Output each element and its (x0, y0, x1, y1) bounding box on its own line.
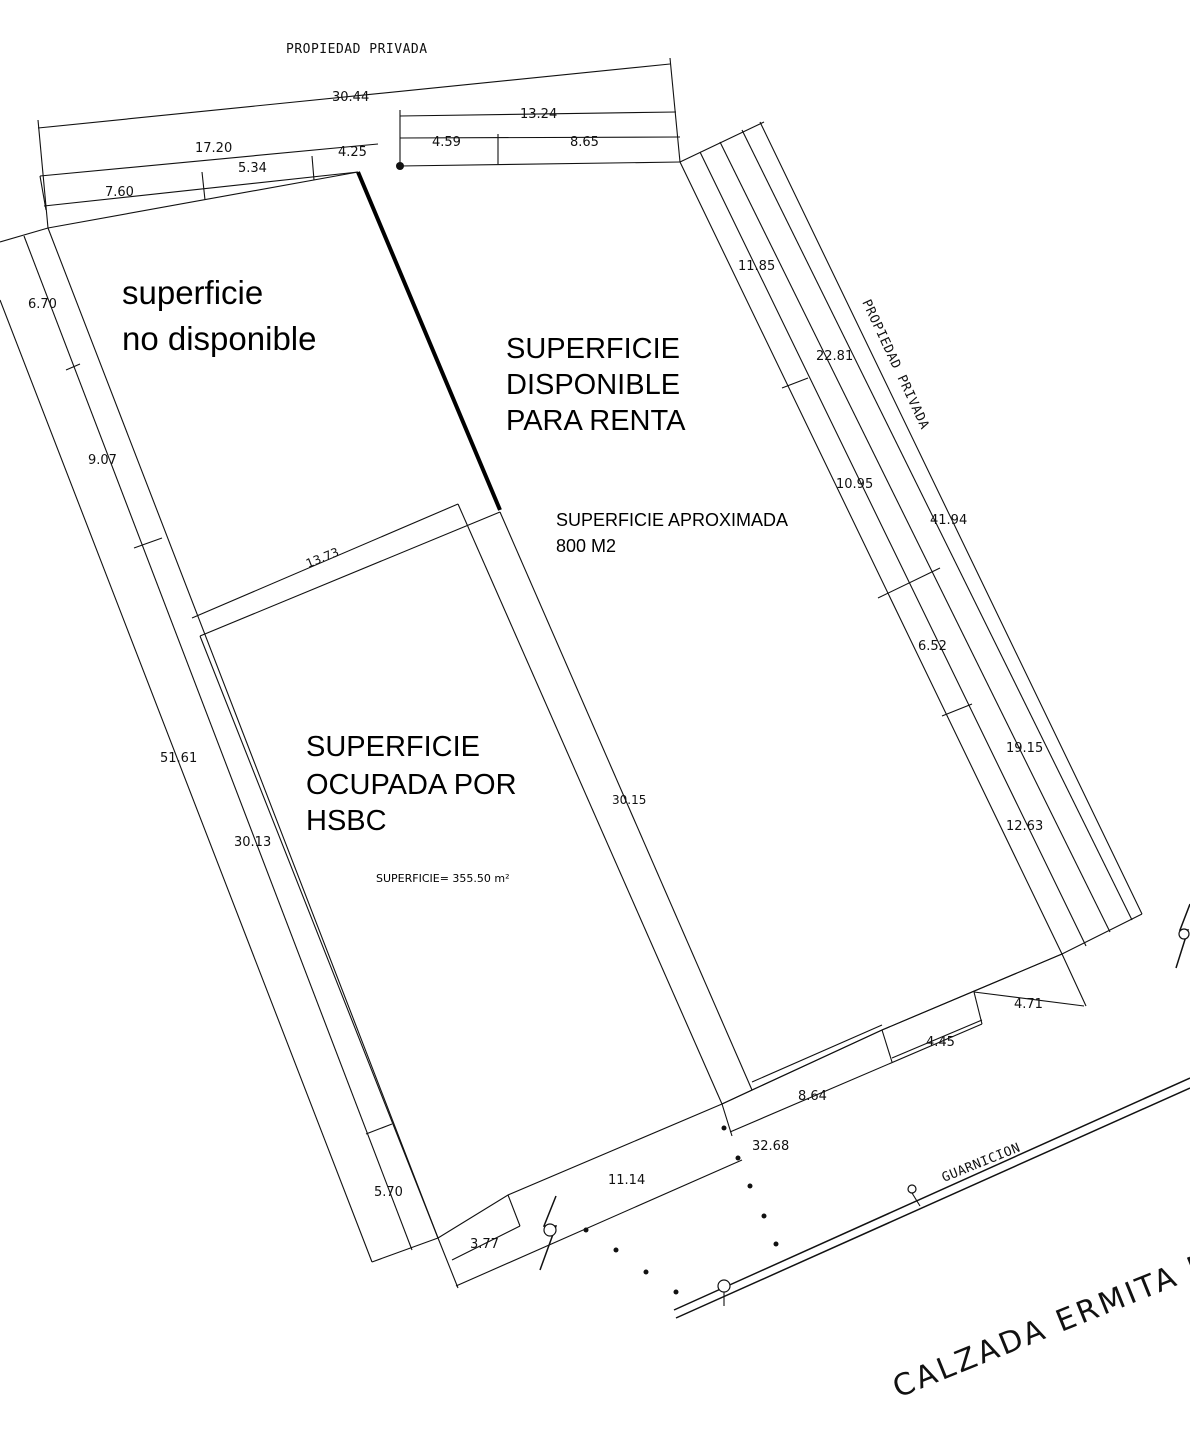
dim-bottom-e: 3.77 (470, 1237, 499, 1252)
dim-bottom-d: 11.14 (608, 1173, 645, 1188)
bottom-dimensions (437, 953, 1087, 1289)
label-unavailable-line2: no disponible (122, 320, 317, 357)
dim-top-c: 4.25 (338, 145, 367, 160)
right-dimensions (679, 121, 1143, 955)
dim-top-total: 30.44 (332, 90, 369, 105)
dim-bottom-a: 4.71 (1014, 997, 1043, 1012)
dim-top-b: 5.34 (238, 161, 267, 176)
dim-right-total: 41.94 (930, 513, 967, 528)
dim-right-e: 19.15 (1006, 741, 1043, 756)
label-approx-area-line2: 800 M2 (556, 536, 616, 556)
top-dimensions (37, 57, 681, 229)
dim-left-c: 30.13 (234, 835, 271, 850)
dim-top-d: 4.59 (432, 135, 461, 150)
dim-right-a: 11.85 (738, 259, 775, 274)
lightning-pole-icon-right (1175, 903, 1190, 969)
dim-right-f: 12.63 (1006, 819, 1043, 834)
dim-mid-width: 13.73 (304, 545, 341, 571)
label-unavailable-line1: superficie (122, 274, 263, 311)
dim-top-a: 7.60 (105, 185, 134, 200)
label-occupied-area: SUPERFICIE= 355.50 m² (376, 872, 510, 885)
label-occupied-line3: HSBC (306, 805, 387, 837)
dim-top-left-segment: 17.20 (195, 141, 232, 156)
dim-right-d: 6.52 (918, 639, 947, 654)
dim-left-total: 51.61 (160, 751, 197, 766)
dim-top-right-segment: 13.24 (520, 107, 557, 122)
left-dimensions (0, 227, 439, 1263)
label-rentable-line3: PARA RENTA (506, 405, 686, 437)
dim-top-e: 8.65 (570, 135, 599, 150)
label-occupied-line1: SUPERFICIE (306, 731, 480, 763)
lightning-pole-icon (539, 1195, 558, 1271)
label-curb: GUARNICION (940, 1141, 1023, 1186)
label-approx-area-line1: SUPERFICIE APROXIMADA (556, 510, 788, 530)
service-dots (583, 1125, 779, 1295)
dim-left-b: 9.07 (88, 453, 117, 468)
dim-left-a: 6.70 (28, 297, 57, 312)
label-right-neighbor: PROPIEDAD PRIVADA (858, 297, 931, 432)
dim-bottom-total: 32.68 (752, 1139, 789, 1154)
internal-divisions (191, 171, 1063, 1239)
label-street: CALZADA ERMITA IZT (888, 1233, 1190, 1406)
dim-bottom-b: 4.45 (926, 1035, 955, 1050)
label-rentable-line2: DISPONIBLE (506, 369, 680, 401)
label-occupied-line2: OCUPADA POR (306, 769, 517, 801)
dim-mid-depth: 30.15 (612, 793, 646, 807)
dim-bottom-c: 8.64 (798, 1089, 827, 1104)
dim-right-b: 22.81 (816, 349, 853, 364)
dim-left-d: 5.70 (374, 1185, 403, 1200)
dim-right-c: 10.95 (836, 477, 873, 492)
label-top-neighbor: PROPIEDAD PRIVADA (286, 42, 428, 57)
label-rentable-line1: SUPERFICIE (506, 333, 680, 365)
division-wall (356, 171, 502, 511)
curb-line (673, 1077, 1190, 1319)
